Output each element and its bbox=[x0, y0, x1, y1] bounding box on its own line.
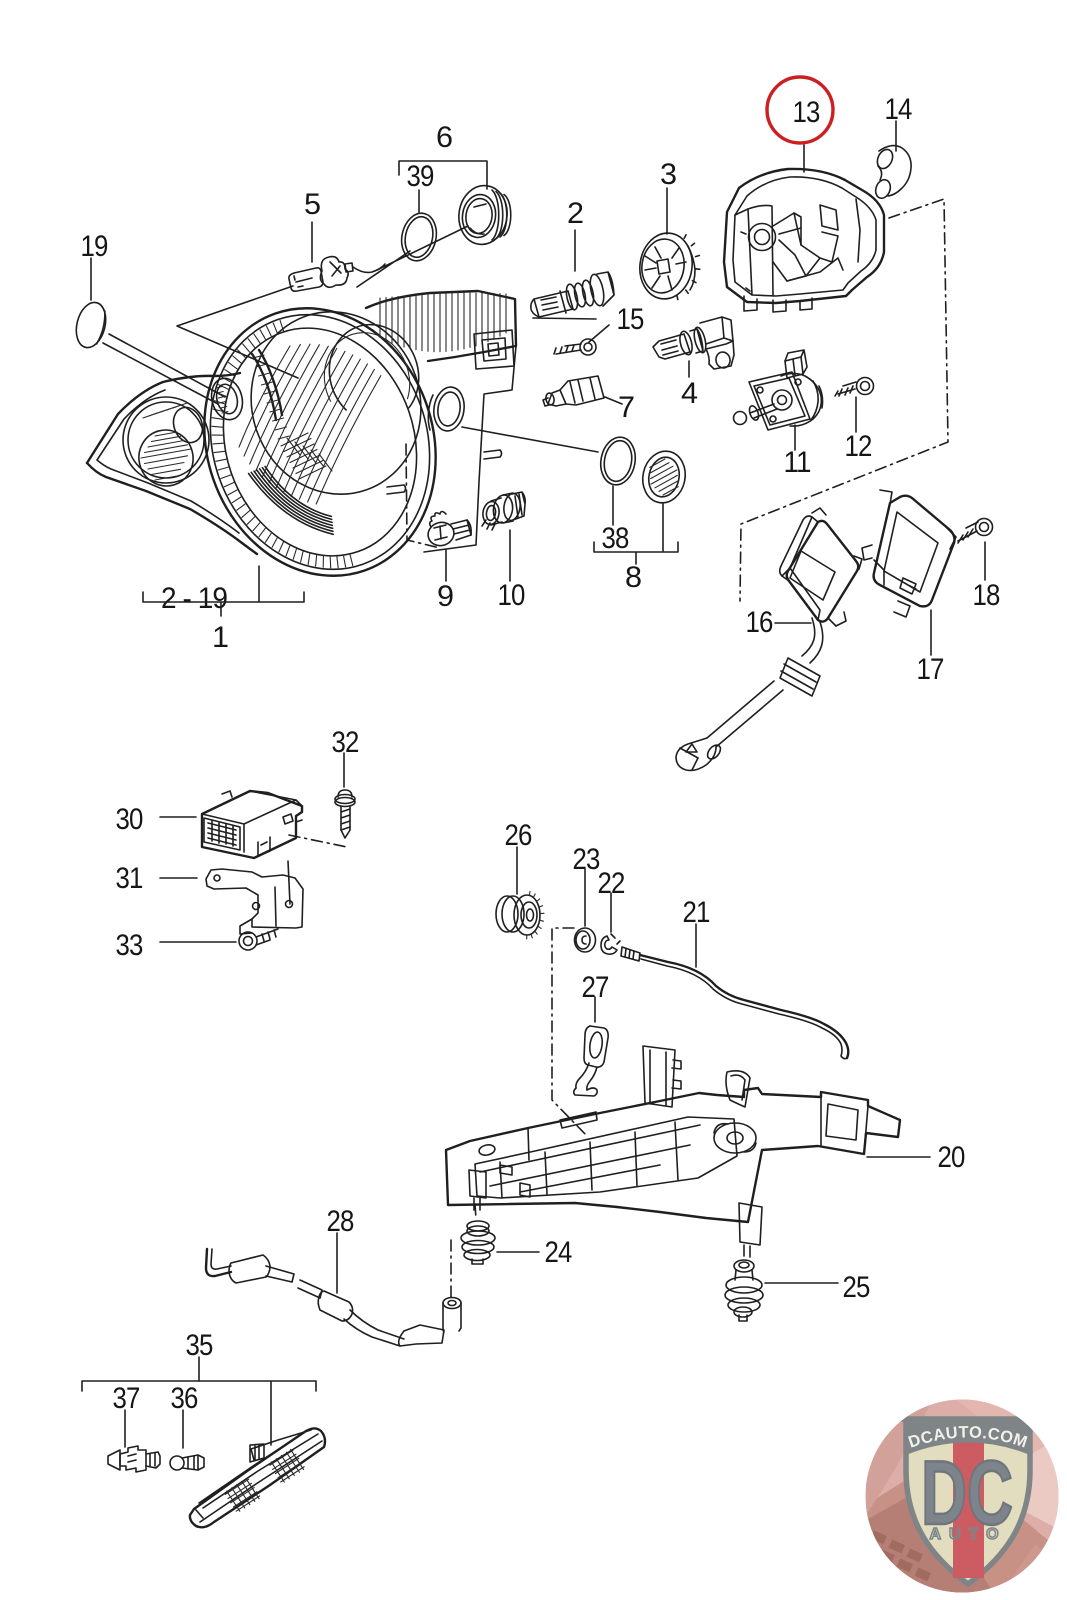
svg-text:4: 4 bbox=[681, 377, 697, 410]
svg-text:20: 20 bbox=[938, 1141, 965, 1174]
svg-text:2: 2 bbox=[567, 197, 583, 230]
svg-text:24: 24 bbox=[545, 1236, 572, 1269]
svg-text:15: 15 bbox=[617, 303, 644, 336]
svg-text:31: 31 bbox=[116, 862, 143, 895]
svg-text:37: 37 bbox=[113, 1382, 140, 1415]
svg-text:18: 18 bbox=[973, 579, 1000, 612]
svg-text:33: 33 bbox=[116, 929, 143, 962]
svg-text:25: 25 bbox=[843, 1271, 870, 1304]
svg-text:32: 32 bbox=[332, 726, 359, 759]
svg-text:39: 39 bbox=[407, 160, 434, 193]
svg-text:16: 16 bbox=[746, 606, 773, 639]
svg-text:19: 19 bbox=[81, 230, 108, 263]
svg-text:1: 1 bbox=[212, 621, 228, 654]
svg-text:35: 35 bbox=[186, 1329, 213, 1362]
svg-text:12: 12 bbox=[845, 430, 872, 463]
svg-text:21: 21 bbox=[683, 896, 710, 929]
svg-text:2 - 19: 2 - 19 bbox=[161, 582, 227, 615]
svg-text:7: 7 bbox=[618, 391, 634, 424]
svg-text:9: 9 bbox=[437, 580, 453, 613]
svg-text:5: 5 bbox=[304, 188, 320, 221]
svg-text:30: 30 bbox=[116, 803, 143, 836]
svg-text:13: 13 bbox=[793, 96, 820, 129]
svg-text:36: 36 bbox=[171, 1382, 198, 1415]
svg-text:23: 23 bbox=[573, 843, 600, 876]
svg-text:10: 10 bbox=[498, 579, 525, 612]
svg-text:8: 8 bbox=[625, 561, 641, 594]
svg-text:26: 26 bbox=[505, 819, 532, 852]
svg-text:DC: DC bbox=[921, 1442, 1013, 1544]
svg-text:6: 6 bbox=[436, 121, 452, 154]
svg-text:28: 28 bbox=[327, 1205, 354, 1238]
svg-text:38: 38 bbox=[602, 522, 629, 555]
svg-text:17: 17 bbox=[917, 653, 944, 686]
svg-text:14: 14 bbox=[885, 93, 912, 126]
svg-text:AUTO: AUTO bbox=[929, 1526, 1006, 1543]
svg-text:11: 11 bbox=[784, 446, 811, 479]
svg-text:3: 3 bbox=[660, 158, 676, 191]
